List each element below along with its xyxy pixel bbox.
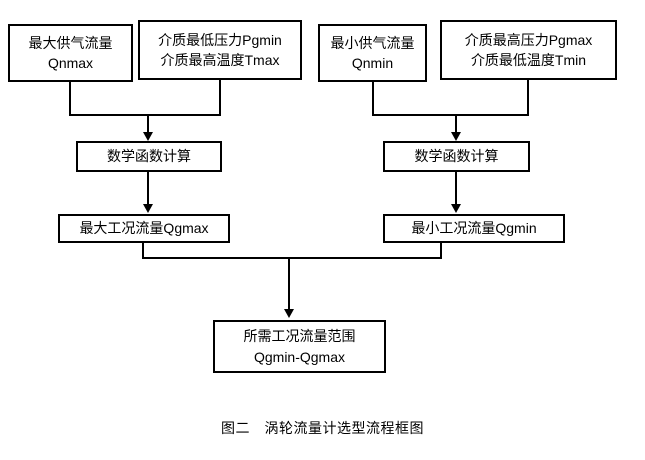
node-max-supply-flow-line2: Qnmax <box>47 55 94 71</box>
connector-qnmax-stub <box>69 82 71 115</box>
connector-qnmin-stub <box>372 82 374 115</box>
node-required-range-line1: 所需工况流量范围 <box>243 328 356 345</box>
node-max-working-flow-line1: 最大工况流量Qgmax <box>79 220 209 237</box>
node-math-calc-left-line1: 数学函数计算 <box>107 148 191 165</box>
connector-qgmax-stub <box>142 243 144 259</box>
node-math-calc-left: 数学函数计算 <box>76 141 222 172</box>
node-min-working-flow: 最小工况流量Qgmin <box>383 214 565 243</box>
arrowhead-qgmin <box>451 204 461 213</box>
node-max-supply-flow-line1: 最大供气流量 <box>28 34 113 51</box>
figure-caption: 图二 涡轮流量计选型流程框图 <box>221 420 424 436</box>
connector-right-merge-down <box>455 114 457 134</box>
arrowhead-right-math <box>451 132 461 141</box>
node-math-calc-right: 数学函数计算 <box>383 141 530 172</box>
node-math-calc-right-line1: 数学函数计算 <box>414 148 499 165</box>
connector-bottom-merge-down <box>288 257 290 311</box>
connector-mathleft-to-qgmax <box>147 172 149 205</box>
node-max-pressure-min-temp-line2: 介质最低温度Tmin <box>470 52 587 68</box>
arrowhead-left-math <box>143 132 153 141</box>
connector-bottom-merge-bar <box>142 257 442 259</box>
node-min-pressure-max-temp-line1: 介质最低压力Pgmin <box>158 31 282 48</box>
node-min-pressure-max-temp: 介质最低压力Pgmin 介质最高温度Tmax <box>138 20 302 80</box>
node-min-supply-flow-line1: 最小供气流量 <box>330 34 415 51</box>
connector-pgmin-stub <box>219 80 221 115</box>
node-required-range-line2: Qgmin-Qgmax <box>253 348 346 365</box>
connector-qgmin-stub <box>440 243 442 259</box>
connector-pgmax-stub <box>527 80 529 115</box>
node-min-supply-flow: 最小供气流量 Qnmin <box>318 24 427 82</box>
arrowhead-qgmax <box>143 204 153 213</box>
node-min-supply-flow-line2: Qnmin <box>351 55 394 71</box>
node-max-working-flow: 最大工况流量Qgmax <box>58 214 230 243</box>
node-max-pressure-min-temp: 介质最高压力Pgmax 介质最低温度Tmin <box>440 20 617 80</box>
connector-right-merge-bar <box>372 114 529 116</box>
node-min-pressure-max-temp-line2: 介质最高温度Tmax <box>160 52 280 68</box>
node-required-range: 所需工况流量范围 Qgmin-Qgmax <box>213 320 386 373</box>
node-max-supply-flow: 最大供气流量 Qnmax <box>8 24 133 82</box>
arrowhead-required-range <box>284 309 294 318</box>
connector-left-merge-down <box>147 114 149 134</box>
connector-left-merge-bar <box>69 114 221 116</box>
node-max-pressure-min-temp-line1: 介质最高压力Pgmax <box>464 31 593 48</box>
connector-mathright-to-qgmin <box>455 172 457 205</box>
node-min-working-flow-line1: 最小工况流量Qgmin <box>411 220 537 237</box>
